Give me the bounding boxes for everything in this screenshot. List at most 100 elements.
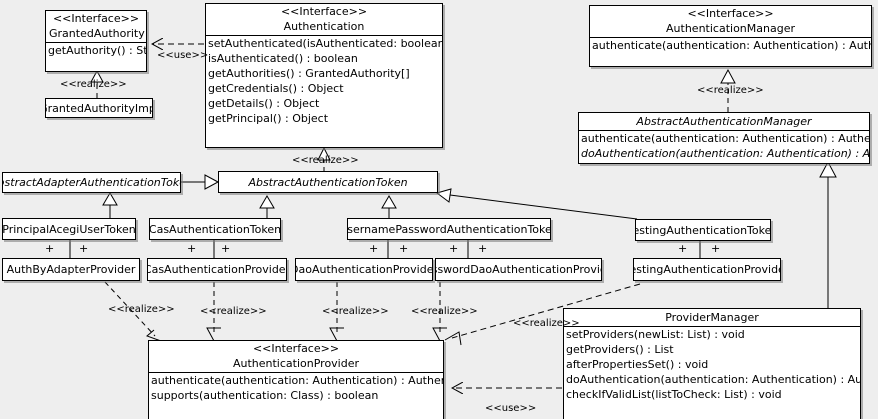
- operation-row: getPrincipal() : Object: [208, 112, 329, 125]
- class-name-label: AbstractAuthenticationManager: [636, 115, 812, 128]
- class-testing-authentication-token[interactable]: TestingAuthenticationToken: [635, 219, 771, 241]
- class-cas-authentication-provider[interactable]: CasAuthenticationProvider: [147, 258, 287, 281]
- association-adornment-plus: +: [45, 242, 55, 255]
- edge-label-realize-passworddaoprovider: <<realize>>: [411, 306, 478, 317]
- edge-casauthenticationtoken-extends-abstractauthenticationtoken: [259, 195, 275, 218]
- operation-row: getCredentials() : Object: [208, 82, 344, 95]
- operations-compartment: authenticate(authentication: Authenticat…: [590, 38, 871, 53]
- edge-principalacegiusertoken-extends-abstractadaptertoken: [102, 192, 118, 218]
- class-dao-authentication-provider[interactable]: DaoAuthenticationProvider: [295, 258, 433, 281]
- edge-label-use-providermanager: <<use>>: [485, 403, 537, 414]
- association-adornment-plus: +: [711, 242, 721, 255]
- class-header-abstract-authentication-manager: AbstractAuthenticationManager: [579, 113, 869, 130]
- operation-row: authenticate(authentication: Authenticat…: [581, 132, 869, 145]
- class-name-label: GrantedAuthority: [49, 27, 145, 40]
- operation-row: getAuthority() : String: [48, 44, 146, 57]
- class-auth-by-adapter-provider[interactable]: AuthByAdapterProvider: [2, 258, 140, 281]
- edge-label-realize-abstractauthenticationtoken: <<realize>>: [292, 155, 359, 166]
- compartment-divider: [206, 35, 442, 36]
- operations-compartment: setAuthenticated(isAuthenticated: boolea…: [206, 36, 442, 126]
- operations-compartment: authenticate(authentication: Authenticat…: [149, 373, 443, 403]
- class-name-label: AuthByAdapterProvider: [6, 263, 136, 276]
- edge-providermanager-extends-abstractauthenticationmanager: [819, 160, 837, 308]
- class-username-password-authentication-token[interactable]: UsernamePasswordAuthenticationToken: [347, 218, 551, 240]
- operations-compartment: authenticate(authentication: Authenticat…: [579, 131, 869, 161]
- stereotype-label: <<Interface>>: [52, 12, 140, 25]
- operation-row: setAuthenticated(isAuthenticated: boolea…: [208, 37, 442, 50]
- stereotype-label: <<Interface>>: [252, 342, 340, 355]
- edge-label-realize-abstractauthenticationmanager: <<realize>>: [697, 85, 764, 96]
- class-password-dao-authentication-provider[interactable]: PasswordDaoAuthenticationProvider: [435, 258, 602, 281]
- edge-label-use-authentication-grantedauthority: <<use>>: [157, 50, 209, 61]
- edge-testingauthenticationtoken-extends-abstractauthenticationtoken: [435, 188, 638, 220]
- compartment-divider: [564, 326, 860, 327]
- class-testing-authentication-provider[interactable]: TestingAuthenticationProvider: [633, 258, 781, 281]
- class-header-authentication: <<Interface>> Authentication: [206, 4, 442, 35]
- class-name-label: AbstractAuthenticationToken: [248, 175, 408, 189]
- operation-row: getProviders() : List: [566, 343, 674, 356]
- edge-label-realize-testingprovider: <<realize>>: [513, 318, 580, 329]
- operation-row: getAuthorities() : GrantedAuthority[]: [208, 67, 410, 80]
- compartment-divider: [590, 37, 871, 38]
- class-name-label: GrantedAuthorityImpl: [45, 101, 153, 115]
- class-granted-authority[interactable]: <<Interface>> GrantedAuthority getAuthor…: [45, 10, 147, 72]
- compartment-divider: [149, 372, 443, 373]
- class-principal-acegi-user-token[interactable]: PrincipalAcegiUserToken: [2, 218, 136, 240]
- class-name-label: AuthenticationProvider: [232, 357, 360, 370]
- class-abstract-authentication-manager[interactable]: AbstractAuthenticationManager authentica…: [578, 112, 870, 164]
- operation-row: afterPropertiesSet() : void: [566, 358, 709, 371]
- class-cas-authentication-token[interactable]: CasAuthenticationToken: [149, 218, 281, 240]
- edge-label-realize-authbyadapterprovider: <<realize>>: [108, 304, 175, 315]
- edge-label-realize-grantedauthorityimpl: <<realize>>: [60, 79, 127, 90]
- association-adornment-plus: +: [449, 242, 459, 255]
- class-name-label: TestingAuthenticationToken: [635, 223, 771, 237]
- operation-row: authenticate(authentication: Authenticat…: [592, 39, 871, 52]
- edge-abstractadaptertoken-extends-abstractauthenticationtoken: [181, 174, 220, 190]
- association-adornment-plus: +: [221, 242, 231, 255]
- edge-label-realize-casprovider: <<realize>>: [200, 306, 267, 317]
- class-authentication[interactable]: <<Interface>> Authentication setAuthenti…: [205, 3, 443, 148]
- compartment-divider: [46, 42, 146, 43]
- class-name-label: PasswordDaoAuthenticationProvider: [436, 263, 601, 276]
- class-header-authentication-manager: <<Interface>> AuthenticationManager: [590, 6, 871, 37]
- class-name-label: PrincipalAcegiUserToken: [2, 222, 136, 236]
- association-adornment-plus: +: [678, 242, 688, 255]
- edge-label-realize-daoprovider: <<realize>>: [322, 306, 389, 317]
- class-granted-authority-impl[interactable]: GrantedAuthorityImpl: [45, 98, 153, 118]
- operation-row: getDetails() : Object: [208, 97, 320, 110]
- class-abstract-adapter-authentication-token[interactable]: AbstractAdapterAuthenticationToken: [2, 172, 181, 193]
- edge-usernamepasswordtoken-extends-abstractauthenticationtoken: [381, 195, 397, 218]
- class-header-granted-authority: <<Interface>> GrantedAuthority: [46, 11, 146, 42]
- stereotype-label: <<Interface>>: [280, 5, 368, 18]
- operation-row: setProviders(newList: List) : void: [566, 328, 745, 341]
- class-header-authentication-provider: <<Interface>> AuthenticationProvider: [149, 341, 443, 372]
- class-name-label: UsernamePasswordAuthenticationToken: [347, 222, 551, 236]
- operation-row: checkIfValidList(listToCheck: List) : vo…: [566, 388, 782, 401]
- class-name-label: CasAuthenticationProvider: [147, 263, 287, 276]
- operation-row: authenticate(authentication: Authenticat…: [151, 374, 443, 387]
- class-header-provider-manager: ProviderManager: [564, 309, 860, 326]
- class-authentication-provider[interactable]: <<Interface>> AuthenticationProvider aut…: [148, 340, 444, 419]
- stereotype-label: <<Interface>>: [687, 7, 774, 20]
- operation-row: doAuthentication(authentication: Authent…: [566, 373, 860, 386]
- class-name-label: AbstractAdapterAuthenticationToken: [3, 176, 180, 189]
- compartment-divider: [579, 130, 869, 131]
- class-name-label: CasAuthenticationToken: [149, 222, 281, 236]
- operation-row: supports(authentication: Class) : boolea…: [151, 389, 379, 402]
- class-name-label: Authentication: [283, 20, 365, 33]
- association-adornment-plus: +: [187, 242, 197, 255]
- class-abstract-authentication-token[interactable]: AbstractAuthenticationToken: [218, 171, 438, 193]
- class-provider-manager[interactable]: ProviderManager setProviders(newList: Li…: [563, 308, 861, 419]
- class-name-label: TestingAuthenticationProvider: [634, 263, 780, 276]
- class-authentication-manager[interactable]: <<Interface>> AuthenticationManager auth…: [589, 5, 872, 67]
- association-adornment-plus: +: [399, 242, 409, 255]
- association-adornment-plus: +: [79, 242, 89, 255]
- association-adornment-plus: +: [369, 242, 379, 255]
- operations-compartment: setProviders(newList: List) : void getPr…: [564, 327, 860, 402]
- operations-compartment: getAuthority() : String: [46, 43, 146, 58]
- operation-row: isAuthenticated() : boolean: [208, 52, 358, 65]
- association-adornment-plus: +: [478, 242, 488, 255]
- class-name-label: DaoAuthenticationProvider: [295, 263, 433, 276]
- class-name-label: AuthenticationManager: [666, 22, 795, 35]
